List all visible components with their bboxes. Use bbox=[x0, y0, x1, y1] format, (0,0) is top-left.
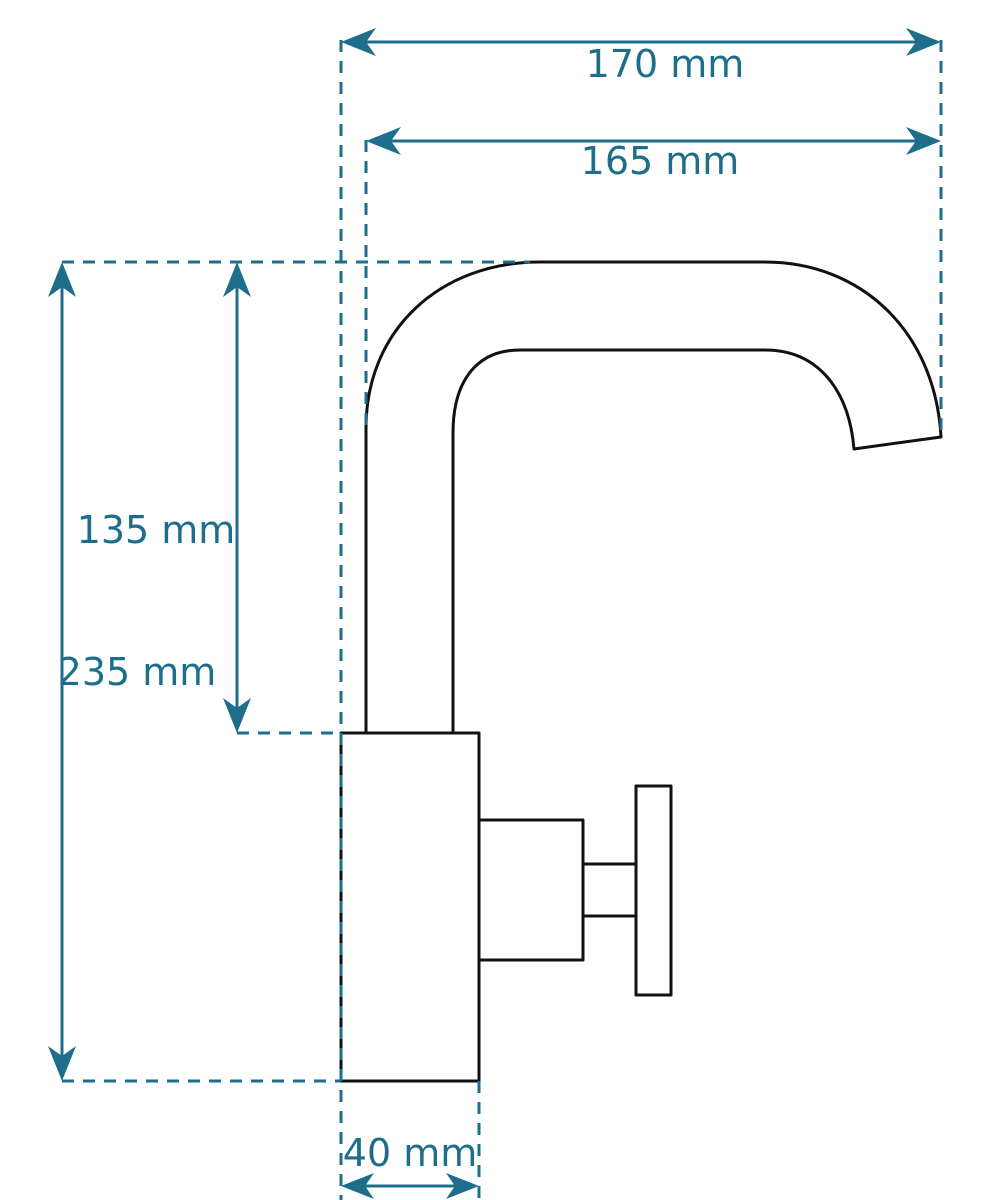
label-total-reach: 170 mm bbox=[586, 42, 745, 86]
faucet-spout bbox=[364, 260, 943, 733]
dimension-labels: 170 mm 165 mm 135 mm 235 mm 40 mm bbox=[58, 42, 745, 1175]
arrowhead bbox=[906, 127, 941, 155]
label-spout-reach: 165 mm bbox=[581, 139, 740, 183]
faucet-outline bbox=[339, 260, 943, 1083]
arrowhead bbox=[341, 1173, 374, 1199]
label-spout-height: 135 mm bbox=[77, 508, 236, 552]
valve-stem bbox=[581, 862, 638, 918]
valve-housing bbox=[477, 818, 585, 962]
dimension-guides bbox=[48, 28, 943, 1200]
label-total-height: 235 mm bbox=[58, 650, 217, 694]
faucet-handle bbox=[634, 784, 673, 997]
arrowhead bbox=[906, 28, 941, 56]
arrowhead bbox=[366, 127, 401, 155]
arrowhead bbox=[48, 262, 76, 297]
arrowhead bbox=[341, 28, 376, 56]
arrowhead bbox=[223, 698, 251, 733]
arrowhead bbox=[223, 262, 251, 297]
arrowhead bbox=[48, 1046, 76, 1081]
label-body-width: 40 mm bbox=[343, 1131, 477, 1175]
arrowhead bbox=[446, 1173, 479, 1199]
faucet-body bbox=[339, 731, 481, 1083]
